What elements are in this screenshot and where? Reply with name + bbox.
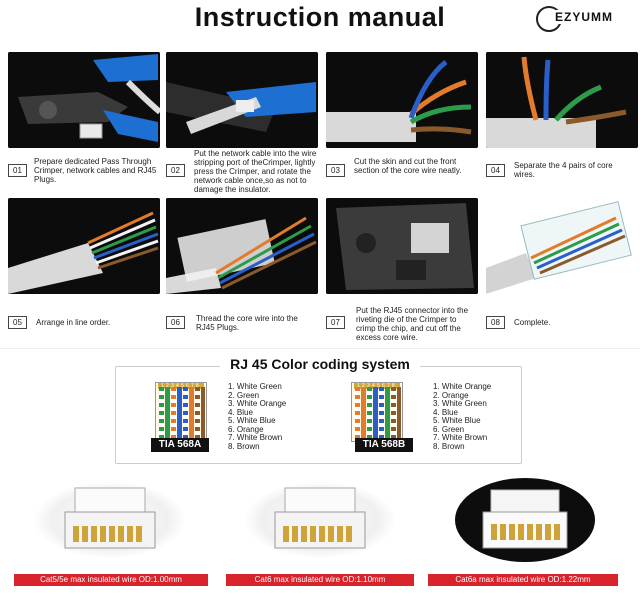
stripping-image xyxy=(166,52,318,148)
step-text: Thread the core wire into the RJ45 Plugs… xyxy=(196,314,298,332)
wire-order-item: 7. White Brown xyxy=(228,433,283,442)
pin-numbers-bar: 12345678 xyxy=(158,383,204,389)
wire-blue xyxy=(177,387,182,439)
step-photo-arrange xyxy=(8,198,160,294)
wire-brown xyxy=(397,387,401,439)
brand-logo: EZYUMM xyxy=(536,4,636,32)
step-photo-complete xyxy=(486,198,638,294)
wire-blue xyxy=(373,387,378,439)
wire-order-item: 2. Orange xyxy=(433,390,469,400)
step-number: 04 xyxy=(486,164,505,177)
plug-diagram-568b: 12345678 xyxy=(351,382,403,442)
rj45-plug-cat5-image xyxy=(64,487,156,549)
wire-order-item: 2. Green xyxy=(228,390,260,400)
crimper-plugs-image xyxy=(8,52,160,148)
cut-skin-image xyxy=(326,52,478,148)
wire-order-item: 4. Blue xyxy=(433,407,458,417)
rj45-plug-cat6-image xyxy=(274,487,366,549)
wire-white-orange xyxy=(171,387,176,439)
wire-order-item: 5. White Blue xyxy=(228,416,276,425)
complete-image xyxy=(486,198,638,294)
wire-white-green xyxy=(367,387,372,439)
step-text: Separate the 4 pairs of core wires. xyxy=(514,161,613,179)
cat6-wire-spec: Cat6 max insulated wire OD:1.10mm xyxy=(226,574,414,586)
plug-diagram-568a: 12345678 xyxy=(155,382,207,442)
wire-order-item: 1. White Orange xyxy=(433,382,492,391)
wire-order-list-568b: 1. White Orange 2. Orange 3. White Green… xyxy=(433,382,492,451)
standard-label-568b: TIA 568B xyxy=(355,438,413,452)
wire-white-brown xyxy=(195,387,200,439)
wire-order-item: 7. White Brown xyxy=(433,433,488,442)
wire-white-orange xyxy=(355,387,360,439)
plug-photo-cat6a xyxy=(455,478,595,562)
step-text: Complete. xyxy=(514,318,551,327)
step-number: 07 xyxy=(326,316,345,329)
wire-white-green xyxy=(159,387,164,439)
wire-order-item: 3. White Green xyxy=(433,399,487,408)
step-number: 06 xyxy=(166,316,185,329)
step-text: Put the network cable into the wire stri… xyxy=(194,149,317,194)
step-photo-thread xyxy=(166,198,318,294)
step-number: 02 xyxy=(166,164,185,177)
wire-order-item: 3. White Orange xyxy=(228,399,287,408)
wire-order-list-568a: 1. White Green 2. Green 3. White Orange … xyxy=(228,382,287,451)
pin-numbers-bar: 12345678 xyxy=(354,383,400,389)
wire-order-item: 4. Blue xyxy=(228,407,253,417)
step-number: 03 xyxy=(326,164,345,177)
plug-photo-cat5 xyxy=(35,482,185,558)
wire-orange xyxy=(189,387,194,439)
section-divider xyxy=(0,348,640,349)
crimp-image xyxy=(326,198,478,294)
color-coding-title: RJ 45 Color coding system xyxy=(0,356,640,372)
step-photo-stripping xyxy=(166,52,318,148)
wire-order-item: 8. Brown xyxy=(433,441,465,451)
step-number: 08 xyxy=(486,316,505,329)
wire-orange xyxy=(361,387,366,439)
cat5-wire-spec: Cat5/5e max insulated wire OD:1.00mm xyxy=(14,574,208,586)
wire-order-item: 6. Green xyxy=(433,424,465,434)
rj45-plug-cat6a-image xyxy=(482,489,568,549)
step-number: 05 xyxy=(8,316,27,329)
standard-label-568a: TIA 568A xyxy=(151,438,209,452)
step-photo-crimp xyxy=(326,198,478,294)
wire-white-blue xyxy=(379,387,384,439)
step-number: 01 xyxy=(8,164,27,177)
wire-brown xyxy=(201,387,205,439)
step-text: Arrange in line order. xyxy=(36,318,111,327)
wire-order-item: 8. Brown xyxy=(228,441,260,451)
brand-name: EZYUMM xyxy=(553,10,613,24)
step-photo-separate-pairs xyxy=(486,52,638,148)
wire-green xyxy=(165,387,170,439)
wire-green xyxy=(385,387,390,439)
wire-order-item: 5. White Blue xyxy=(433,416,481,425)
plug-photo-cat6 xyxy=(245,482,395,558)
step-text: Put the RJ45 connector into the riveting… xyxy=(356,306,469,342)
step-photo-crimper-plugs xyxy=(8,52,160,148)
wire-white-blue xyxy=(183,387,188,439)
page-title: Instruction manual xyxy=(194,2,446,32)
thread-image xyxy=(166,198,318,294)
wire-white-brown xyxy=(391,387,396,439)
step-text: Prepare dedicated Pass Through Crimper, … xyxy=(34,157,157,184)
wire-order-item: 1. White Green xyxy=(228,382,282,391)
wire-order-item: 6. Orange xyxy=(228,424,264,434)
step-text: Cut the skin and cut the front section o… xyxy=(354,157,462,175)
cat6a-wire-spec: Cat6a max insulated wire OD:1.22mm xyxy=(428,574,618,586)
arrange-image xyxy=(8,198,160,294)
separate-pairs-image xyxy=(486,52,638,148)
step-photo-cut-skin xyxy=(326,52,478,148)
